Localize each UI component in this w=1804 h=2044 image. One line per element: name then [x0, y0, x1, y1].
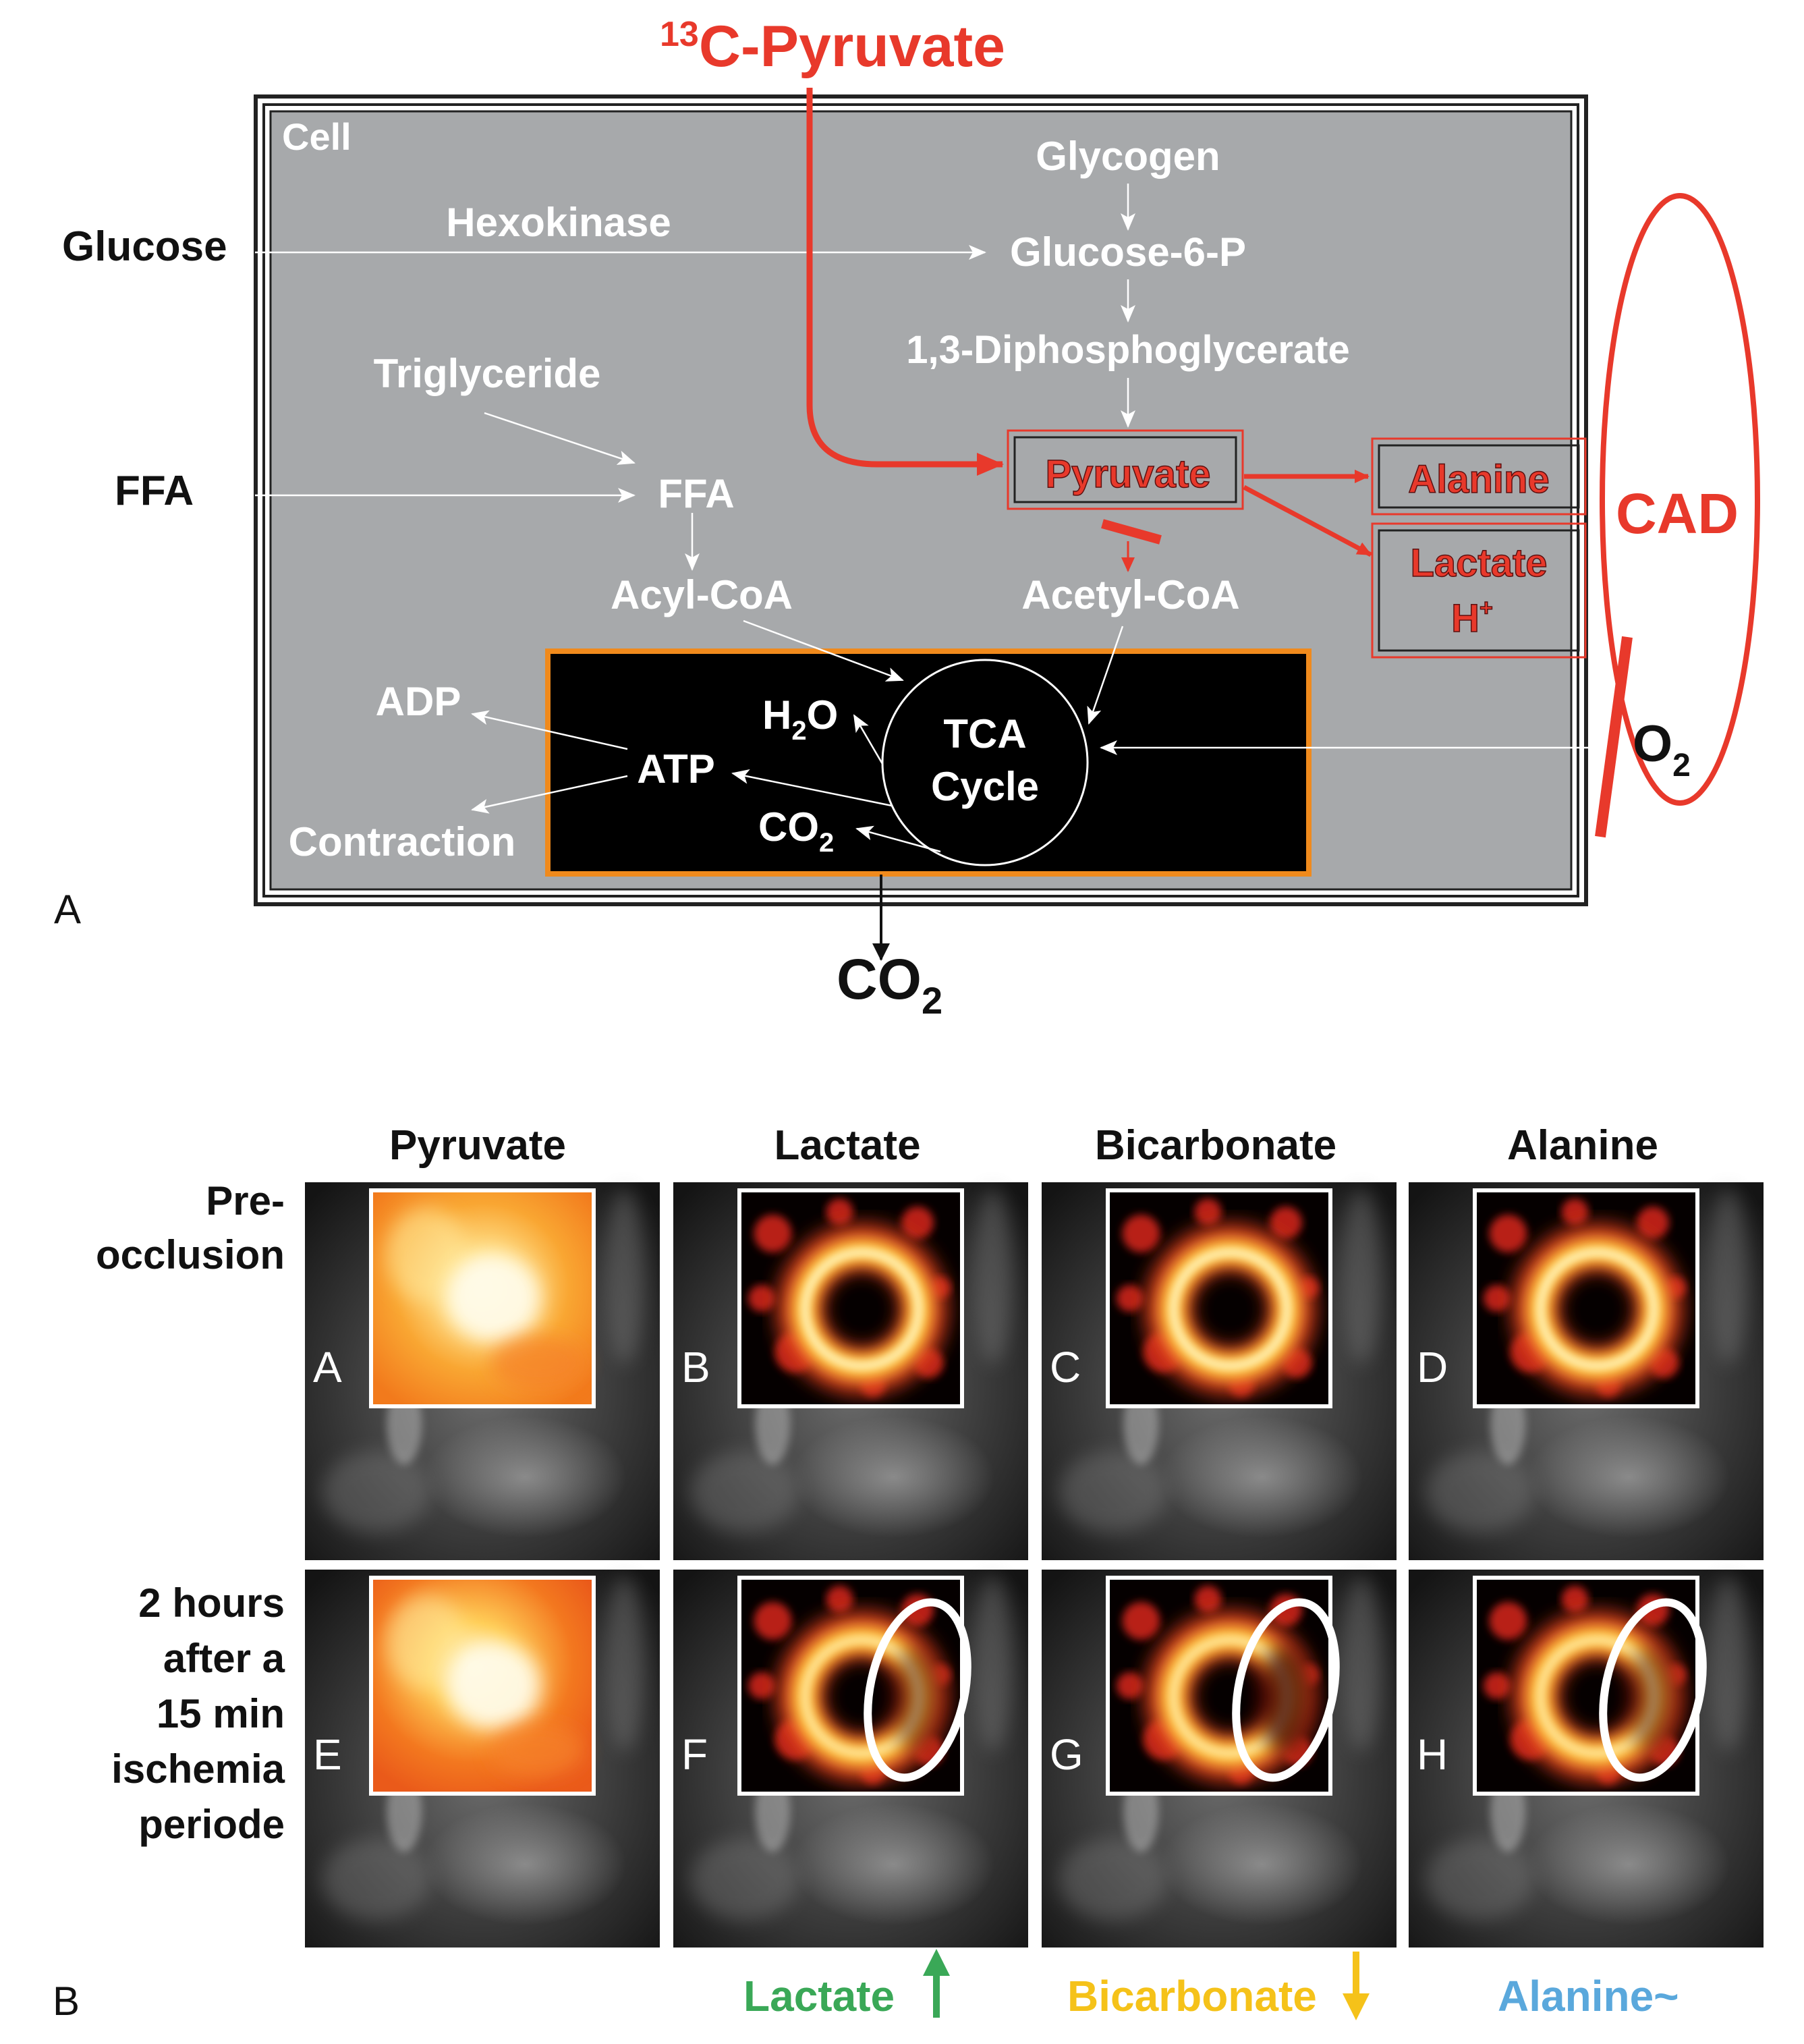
cad-label: CAD	[1616, 482, 1739, 545]
ffa-outside-label: FFA	[115, 468, 194, 514]
svg-text:Pre-: Pre-	[206, 1178, 285, 1223]
mri-panel-alanine-row1: D	[1409, 1182, 1764, 1560]
signal-inset	[737, 1576, 964, 1796]
alanine-box	[1378, 444, 1580, 509]
region-highlight-ellipse	[864, 1598, 971, 1782]
row-label-post-ischemia: 2 hours after a 15 min ischemia periode	[111, 1580, 285, 1847]
signal-inset	[369, 1576, 596, 1796]
panel-tag: D	[1417, 1343, 1448, 1391]
signal-inset	[1473, 1576, 1699, 1796]
bicarbonate-down-arrow-icon	[1343, 1952, 1370, 2020]
svg-text:2 hours: 2 hours	[138, 1580, 285, 1626]
mri-panel-bicarbonate-row1: C	[1042, 1182, 1397, 1560]
column-header-alanine: Alanine	[1507, 1122, 1658, 1169]
to-lactate-arrow	[1243, 485, 1372, 557]
panel-tag: G	[1050, 1730, 1083, 1779]
mri-panel-lactate-row1: B	[673, 1182, 1028, 1560]
svg-text:occlusion: occlusion	[96, 1232, 285, 1277]
signal-inset	[1106, 1188, 1332, 1408]
legend-lactate: Lactate	[743, 1972, 895, 2020]
diphosphoglycerate-label: 1,3-Diphosphoglycerate	[906, 328, 1349, 372]
signal-inset	[1106, 1576, 1332, 1796]
signal-inset	[369, 1188, 596, 1408]
tca-label-line1: TCA	[943, 711, 1026, 756]
signal-inset	[1473, 1188, 1699, 1408]
row-label-pre-occlusion: Pre- occlusion	[96, 1178, 285, 1277]
imaging-panel: Pyruvate Lactate Bicarbonate Alanine Pre…	[53, 1122, 1764, 2024]
lactate-up-arrow-icon	[923, 1949, 950, 2018]
adp-label: ADP	[376, 679, 461, 724]
ffa-inside-label: FFA	[658, 471, 734, 516]
mri-panel-bicarbonate-row2: G	[1042, 1570, 1397, 1948]
mri-panel-alanine-row2: H	[1409, 1570, 1764, 1948]
mri-grid: A B C D E F G H	[305, 1182, 1764, 1948]
tca-label-line2: Cycle	[931, 764, 1039, 809]
o2-label: O2	[1633, 715, 1691, 783]
glucose-label: Glucose	[62, 223, 227, 270]
co2-inner-label: CO2	[758, 804, 834, 858]
legend-alanine: Alanine~	[1498, 1972, 1679, 2020]
panel-tag: B	[681, 1343, 710, 1391]
cad-occlusion-line	[1595, 636, 1633, 838]
legend-row: Lactate Bicarbonate Alanine~	[743, 1949, 1679, 2020]
pyruvate-inflow-arrow	[806, 88, 1004, 476]
svg-text:ischemia: ischemia	[111, 1746, 285, 1792]
mri-panel-lactate-row2: F	[673, 1570, 1028, 1948]
column-header-lactate: Lactate	[774, 1122, 920, 1169]
signal-inset	[737, 1188, 964, 1408]
mri-panel-pyruvate-row1: A	[305, 1182, 660, 1560]
lactate-box	[1378, 529, 1580, 652]
co2-outer-label: CO2	[837, 947, 942, 1022]
tca-cycle-circle	[881, 659, 1089, 866]
h-plus-label: H+	[1451, 595, 1493, 640]
contraction-label: Contraction	[289, 819, 516, 864]
white-arrows	[255, 184, 1606, 853]
panel-tag: F	[681, 1730, 708, 1779]
panel-letter-b: B	[53, 1979, 80, 2024]
atp-label: ATP	[637, 746, 715, 792]
pathway-diagram: Cell TCA Cycle	[54, 14, 1760, 1022]
panel-letter-a: A	[54, 887, 81, 932]
lactate-label: Lactate	[1410, 541, 1547, 585]
svg-text:periode: periode	[138, 1802, 285, 1847]
hexokinase-label: Hexokinase	[446, 200, 671, 245]
region-highlight-ellipse	[1232, 1598, 1340, 1782]
region-highlight-ellipse	[1599, 1598, 1707, 1782]
panel-tag: E	[313, 1730, 342, 1779]
legend-bicarbonate: Bicarbonate	[1067, 1972, 1317, 2020]
acyl-coa-label: Acyl-CoA	[611, 572, 793, 617]
mri-panel-pyruvate-row2: E	[305, 1570, 660, 1948]
svg-text:15 min: 15 min	[157, 1691, 285, 1736]
panel-tag: H	[1417, 1730, 1448, 1779]
triglyceride-label: Triglyceride	[374, 351, 601, 396]
h2o-label: H2O	[762, 692, 838, 746]
panel-tag: A	[313, 1343, 342, 1391]
c13-pyruvate-label: 13C-Pyruvate	[660, 14, 1005, 79]
panel-tag: C	[1050, 1343, 1081, 1391]
inhibition-bar	[1101, 519, 1162, 545]
svg-text:after a: after a	[163, 1636, 285, 1681]
cell-label: Cell	[282, 115, 351, 158]
glycogen-label: Glycogen	[1036, 134, 1220, 179]
column-header-pyruvate: Pyruvate	[389, 1122, 566, 1169]
acetyl-coa-label: Acetyl-CoA	[1021, 572, 1239, 617]
cad-ellipse	[1600, 193, 1760, 806]
column-header-bicarbonate: Bicarbonate	[1095, 1122, 1336, 1169]
pyruvate-box	[1013, 436, 1237, 503]
pyruvate-label: Pyruvate	[1045, 452, 1210, 496]
alanine-label: Alanine	[1408, 458, 1550, 501]
glucose-6-p-label: Glucose-6-P	[1010, 229, 1246, 275]
